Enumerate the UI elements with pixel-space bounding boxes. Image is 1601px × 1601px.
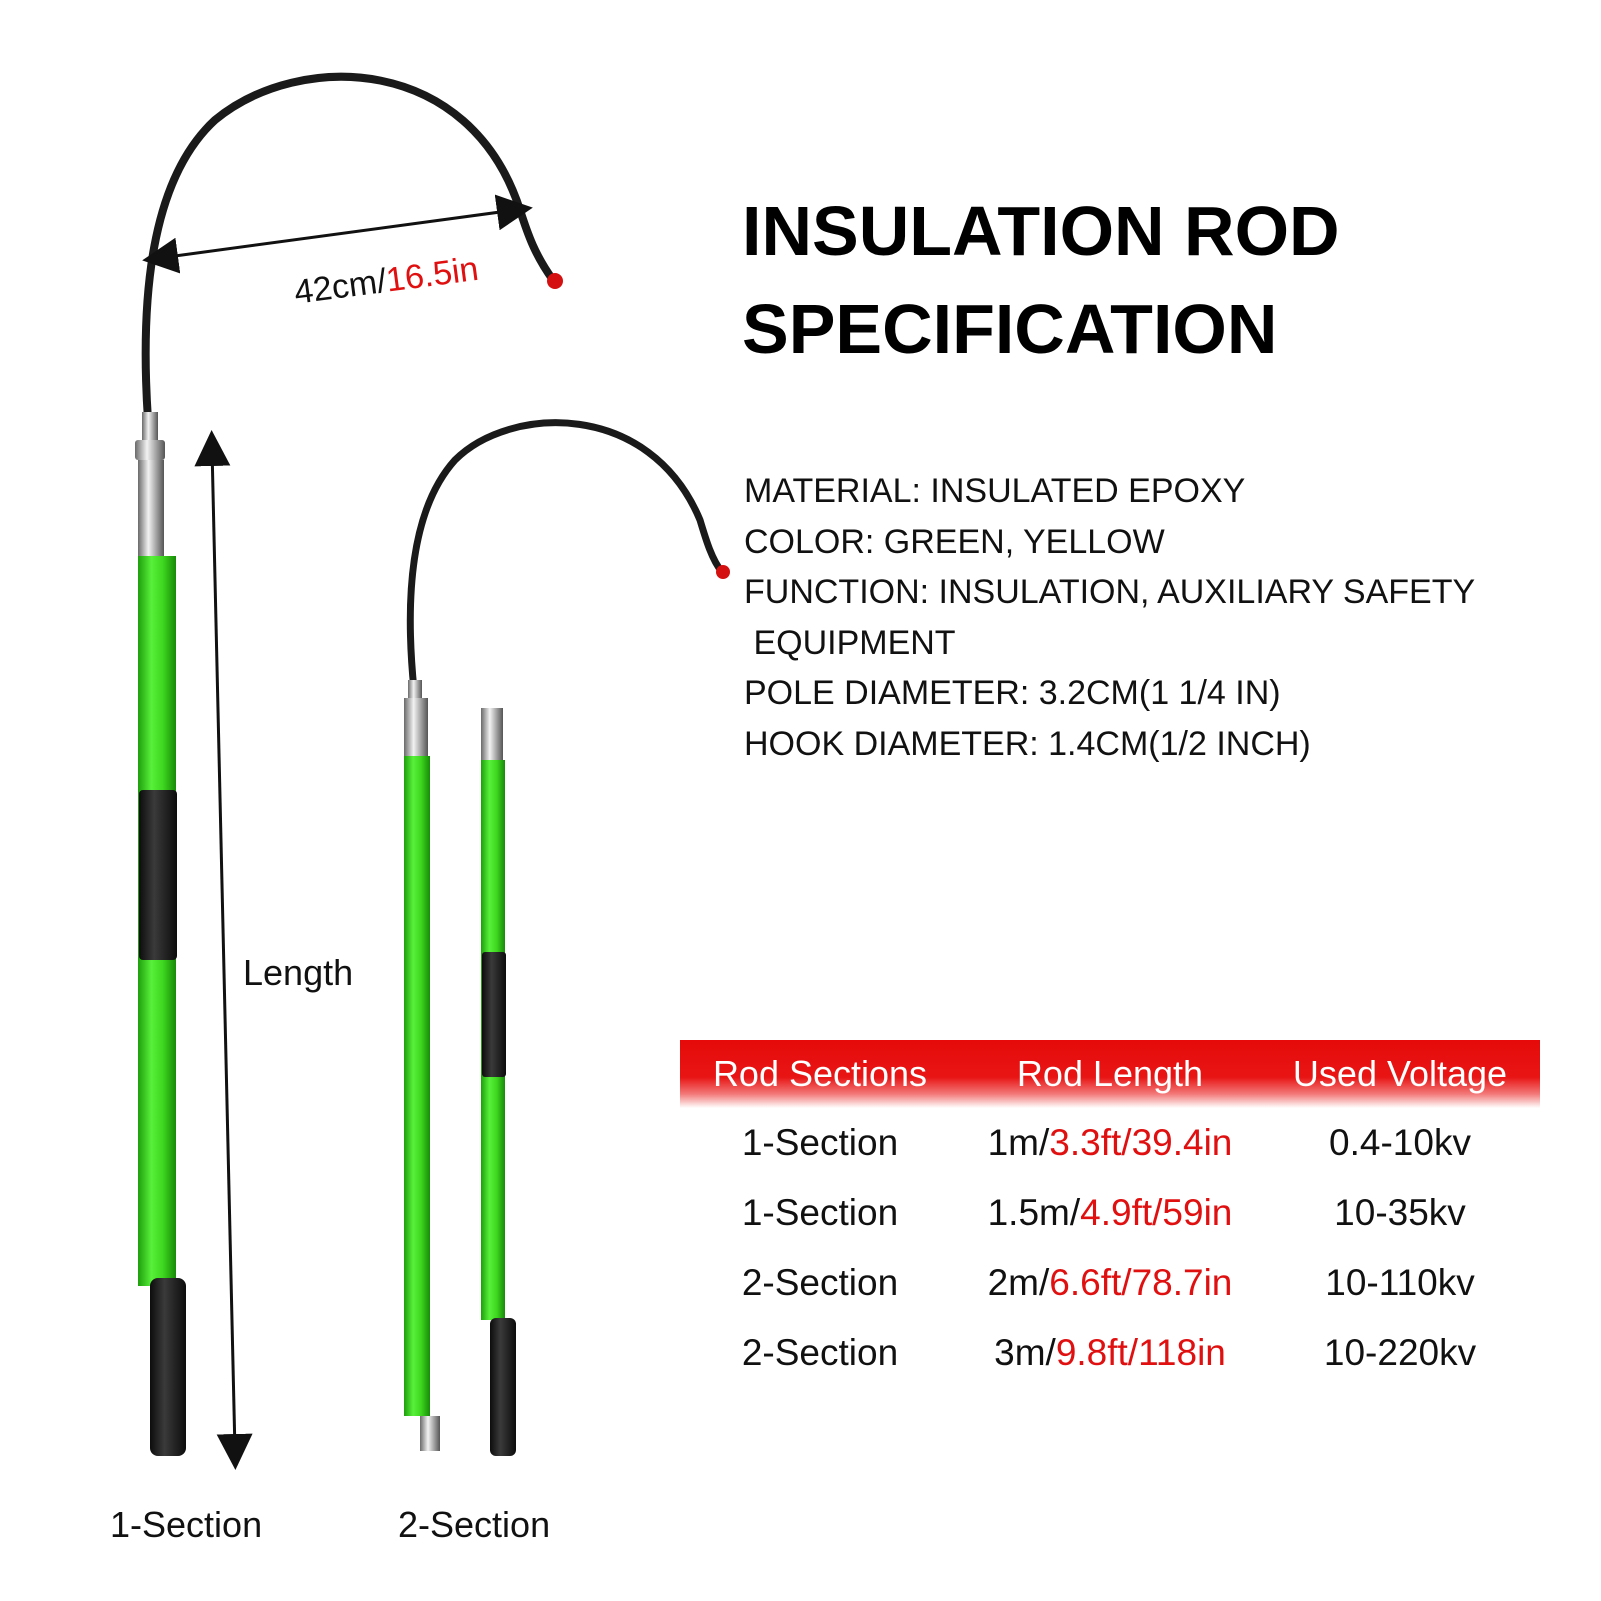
table-row: 1-Section 1m/3.3ft/39.4in 0.4-10kv bbox=[680, 1108, 1540, 1178]
cell-sections: 1-Section bbox=[741, 1192, 899, 1233]
grip-band bbox=[482, 952, 506, 1077]
cell-length: 2m/6.6ft/78.7in bbox=[987, 1262, 1233, 1303]
one-section-rod bbox=[135, 72, 563, 1456]
header-rod-length: Rod Length bbox=[1016, 1053, 1204, 1094]
table-row: 1-Section 1.5m/4.9ft/59in 10-35kv bbox=[680, 1178, 1540, 1248]
grip-handle bbox=[490, 1318, 516, 1456]
grip-band bbox=[139, 790, 177, 960]
two-section-rod bbox=[404, 419, 730, 1456]
cell-sections: 2-Section bbox=[741, 1332, 899, 1373]
grip-handle bbox=[150, 1278, 186, 1456]
cell-length: 1m/3.3ft/39.4in bbox=[987, 1122, 1233, 1163]
two-section-label: 2-Section bbox=[398, 1504, 551, 1545]
spec-color: COLOR: GREEN, YELLOW bbox=[744, 522, 1165, 561]
cell-sections: 1-Section bbox=[741, 1122, 899, 1163]
length-arrow bbox=[194, 430, 253, 1470]
spec-hook-diameter: HOOK DIAMETER: 1.4CM(1/2 INCH) bbox=[744, 724, 1311, 763]
spec-list: MATERIAL: INSULATED EPOXY COLOR: GREEN, … bbox=[744, 466, 1475, 769]
one-section-label: 1-Section bbox=[110, 1504, 263, 1545]
cell-voltage: 0.4-10kv bbox=[1329, 1122, 1471, 1163]
hook-cable bbox=[406, 419, 726, 694]
hook-cable bbox=[141, 72, 557, 424]
spec-function-cont: EQUIPMENT bbox=[744, 623, 956, 662]
header-used-voltage: Used Voltage bbox=[1292, 1053, 1508, 1094]
cell-length: 3m/9.8ft/118in bbox=[994, 1332, 1226, 1373]
table-header: Rod Sections Rod Length Used Voltage bbox=[680, 1040, 1540, 1108]
hook-tip bbox=[547, 273, 563, 289]
spec-table: Rod Sections Rod Length Used Voltage 1-S… bbox=[680, 1040, 1540, 1388]
cell-voltage: 10-220kv bbox=[1323, 1332, 1477, 1373]
title-line-1: INSULATION ROD bbox=[742, 192, 1340, 270]
rod-body bbox=[404, 756, 430, 1416]
spec-material: MATERIAL: INSULATED EPOXY bbox=[744, 472, 1246, 510]
cell-sections: 2-Section bbox=[741, 1262, 899, 1303]
table-row: 2-Section 3m/9.8ft/118in 10-220kv bbox=[680, 1318, 1540, 1388]
spec-function: FUNCTION: INSULATION, AUXILIARY SAFETY bbox=[744, 573, 1476, 611]
spec-pole-diameter: POLE DIAMETER: 3.2CM(1 1/4 IN) bbox=[744, 674, 1281, 712]
cell-length: 1.5m/4.9ft/59in bbox=[987, 1192, 1233, 1233]
header-rod-sections: Rod Sections bbox=[712, 1053, 928, 1094]
table-row: 2-Section 2m/6.6ft/78.7in 10-110kv bbox=[680, 1248, 1540, 1318]
cell-voltage: 10-110kv bbox=[1325, 1262, 1475, 1303]
cell-voltage: 10-35kv bbox=[1334, 1192, 1466, 1233]
length-label: Length bbox=[243, 952, 354, 993]
title-line-2: SPECIFICATION bbox=[742, 290, 1278, 368]
hook-width-arrow bbox=[142, 194, 533, 274]
hook-tip bbox=[716, 565, 730, 579]
page-title: INSULATION ROD SPECIFICATION bbox=[742, 182, 1340, 378]
